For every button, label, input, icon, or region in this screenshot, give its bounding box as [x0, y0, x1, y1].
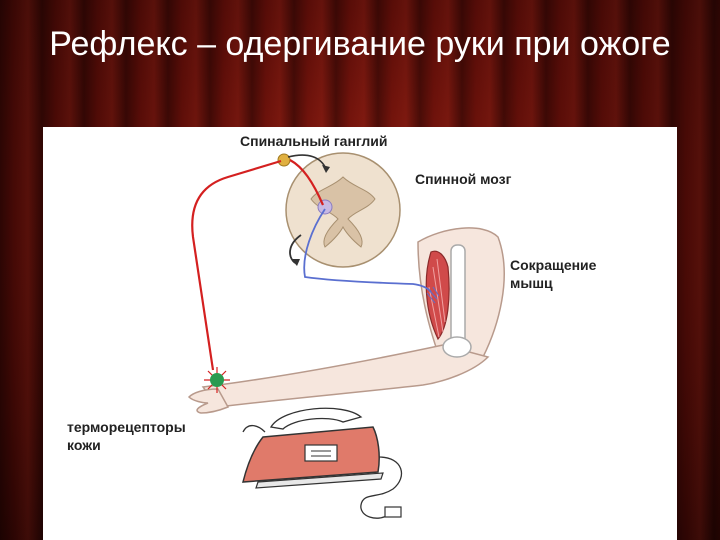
- label-spinal-cord: Спинной мозг: [415, 171, 512, 187]
- thermoreceptor-icon: [204, 367, 230, 393]
- humerus-bone: [450, 244, 466, 346]
- label-muscle-contraction-1: Сокращение: [510, 257, 597, 273]
- sensory-nerve: [191, 159, 325, 371]
- label-thermoreceptors-2: кожи: [67, 437, 101, 453]
- reflex-arc-diagram: Спинальный ганглий Спинной мозг Сокращен…: [43, 127, 677, 540]
- spinal-ganglion: [277, 153, 291, 167]
- slide-title: Рефлекс – одергивание руки при ожоге: [49, 25, 671, 63]
- label-thermoreceptors-1: терморецепторы: [67, 419, 186, 435]
- label-spinal-ganglion: Спинальный ганглий: [240, 133, 388, 149]
- hand: [187, 388, 230, 414]
- elbow-joint: [442, 336, 472, 358]
- label-muscle-contraction-2: мышц: [510, 275, 553, 291]
- iron-icon: [242, 407, 403, 519]
- forearm: [201, 344, 490, 408]
- motor-nerve: [303, 208, 432, 293]
- reflex-arc-illustration: [187, 152, 505, 519]
